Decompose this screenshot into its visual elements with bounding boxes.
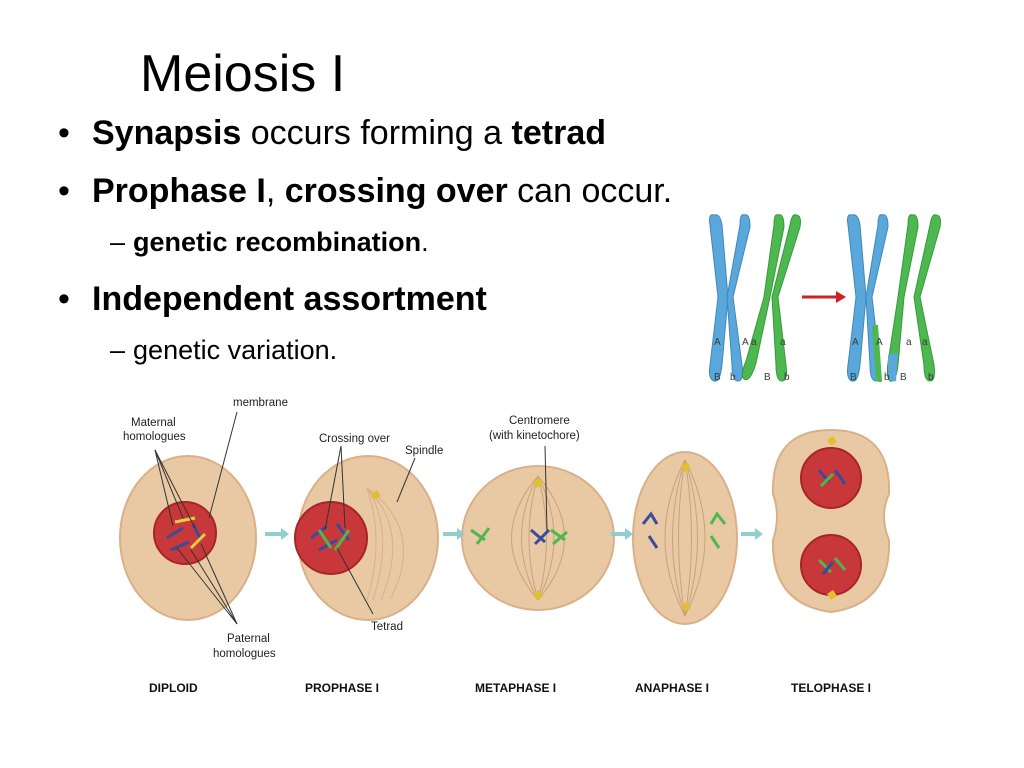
slide-title: Meiosis I <box>140 45 346 103</box>
term-independent-assortment: Independent assortment <box>92 280 487 318</box>
label-paternal-line2: homologues <box>213 648 276 660</box>
cell-telophase-i <box>771 428 891 614</box>
gene-label: b <box>784 372 790 383</box>
term-prophase-i: Prophase I <box>92 172 266 210</box>
cell-anaphase-i <box>632 451 738 625</box>
gene-label: a <box>922 337 928 348</box>
bullet-text: genetic variation. <box>133 335 338 365</box>
bullet-glyph: • <box>58 172 70 210</box>
chromosome-pair-before <box>709 214 801 382</box>
stage-label-prophase-i: PROPHASE I <box>305 681 379 695</box>
subbullet-recombination: –genetic recombination. <box>110 226 429 258</box>
term-genetic-recombination: genetic recombination <box>133 227 422 257</box>
gene-label: b <box>884 372 890 383</box>
chromosome-pair-after <box>847 214 941 382</box>
bullet-text: occurs forming a <box>241 114 512 152</box>
gene-label: a <box>751 337 757 348</box>
cell-metaphase-i <box>461 465 615 611</box>
subbullet-variation: –genetic variation. <box>110 334 337 366</box>
gene-label: A <box>876 337 883 348</box>
stage-label-metaphase-i: METAPHASE I <box>475 681 556 695</box>
label-centromere-line2: (with kinetochore) <box>489 430 580 442</box>
bullet-text: . <box>421 227 429 257</box>
cell-prophase-i <box>294 455 439 621</box>
callout-lines <box>154 411 548 625</box>
term-synapsis: Synapsis <box>92 114 242 152</box>
bullet-glyph: • <box>58 114 70 152</box>
stage-label-anaphase-i: ANAPHASE I <box>635 681 709 695</box>
stage-label-telophase-i: TELOPHASE I <box>791 681 871 695</box>
label-maternal-line2: homologues <box>123 431 186 443</box>
label-centromere-line1: Centromere <box>509 415 570 427</box>
cell-diploid <box>119 455 257 621</box>
gene-label: B <box>850 372 857 383</box>
gene-label: b <box>928 372 934 383</box>
label-membrane: membrane <box>233 397 288 409</box>
gene-label: a <box>780 337 786 348</box>
bullet-independent-assortment: • Independent assortment <box>58 279 487 319</box>
stage-arrows <box>265 528 763 540</box>
term-tetrad: tetrad <box>511 114 606 152</box>
crossover-figure: A A a a B b B b A A a a B b B b <box>700 205 958 390</box>
bullet-prophase: • Prophase I, crossing over can occur. <box>58 171 673 211</box>
label-spindle: Spindle <box>405 445 443 457</box>
label-crossing-over: Crossing over <box>319 433 390 445</box>
label-maternal-line1: Maternal <box>131 417 176 429</box>
gene-label: B <box>900 372 907 383</box>
meiosis-stages-figure: membrane Maternal homologues Crossing ov… <box>105 390 940 702</box>
gene-label: a <box>906 337 912 348</box>
gene-label: A <box>714 337 721 348</box>
bullet-text: , <box>265 172 285 210</box>
term-crossing-over: crossing over <box>284 172 508 210</box>
gene-label: b <box>730 372 736 383</box>
bullet-synapsis: • Synapsis occurs forming a tetrad <box>58 113 606 153</box>
gene-label: B <box>764 372 771 383</box>
label-tetrad: Tetrad <box>371 621 403 633</box>
label-paternal-line1: Paternal <box>227 633 270 645</box>
dash-glyph: – <box>110 227 126 257</box>
gene-label: B <box>714 372 721 383</box>
bullet-text: can occur. <box>507 172 673 210</box>
dash-glyph: – <box>110 335 126 365</box>
bullet-glyph: • <box>58 280 70 318</box>
transition-arrow <box>802 291 846 303</box>
gene-label: A <box>852 337 859 348</box>
stage-label-diploid: DIPLOID <box>149 681 198 695</box>
gene-label: A <box>742 337 749 348</box>
